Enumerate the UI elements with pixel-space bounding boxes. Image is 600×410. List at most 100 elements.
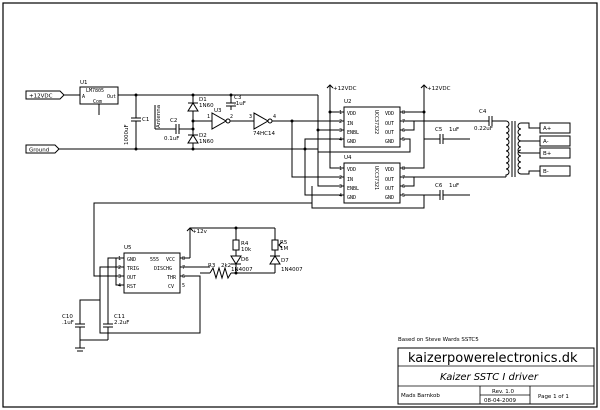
svg-text:1N60: 1N60 <box>199 139 214 145</box>
svg-text:C4: C4 <box>479 109 487 115</box>
svg-text:0.22uF: 0.22uF <box>474 126 493 132</box>
svg-text:R3: R3 <box>208 263 216 269</box>
capacitor-c10: C10 .1uF <box>62 314 85 340</box>
output-connector-1: A+ <box>539 122 571 134</box>
capacitor-c4: C4 0.22uF <box>474 109 506 132</box>
svg-text:A+: A+ <box>543 126 552 132</box>
capacitor-c6: C6 1uF <box>424 183 470 200</box>
svg-text:C3: C3 <box>234 95 242 101</box>
svg-text:OUT: OUT <box>385 121 394 127</box>
svg-text:8: 8 <box>402 166 405 172</box>
resistor-r5: R5 1M <box>271 228 288 256</box>
svg-text:+12VDC: +12VDC <box>333 86 357 92</box>
svg-text:7: 7 <box>402 119 405 125</box>
driver-u4: U4 UCC37321 VDD IN ENBL GND VDD OUT OUT … <box>339 155 405 204</box>
capacitor-c11: C11 2.2uF <box>103 314 129 340</box>
svg-text:3: 3 <box>339 128 342 134</box>
svg-text:LM7805: LM7805 <box>86 88 104 94</box>
svg-text:1000uF: 1000uF <box>124 124 130 145</box>
svg-text:4: 4 <box>339 193 342 199</box>
svg-text:OUT: OUT <box>127 275 136 281</box>
svg-text:B+: B+ <box>543 151 552 157</box>
svg-text:VDD: VDD <box>347 167 356 173</box>
svg-text:7: 7 <box>182 265 185 271</box>
svg-text:2: 2 <box>339 175 342 181</box>
svg-text:DISCHG: DISCHG <box>154 266 172 272</box>
svg-text:Out: Out <box>107 94 116 100</box>
vcc-arrow-1: +12VDC <box>326 84 357 95</box>
page-number: Page 1 of 1 <box>538 394 569 400</box>
svg-text:3: 3 <box>339 184 342 190</box>
date-text: 08-04-2009 <box>484 398 516 404</box>
diode-d6: D6 1N4007 <box>230 255 253 275</box>
svg-text:1N4007: 1N4007 <box>281 267 303 273</box>
svg-text:1: 1 <box>207 114 210 120</box>
svg-text:C10: C10 <box>62 314 73 320</box>
svg-text:GND: GND <box>385 139 394 145</box>
antenna: Antenna <box>154 105 168 130</box>
svg-text:1: 1 <box>118 256 121 262</box>
website-text: kaizerpowerelectronics.dk <box>408 351 578 366</box>
svg-text:1: 1 <box>339 110 342 116</box>
svg-text:D2: D2 <box>199 133 207 139</box>
svg-text:5: 5 <box>402 193 405 199</box>
inverter-1: 1 2 U3 <box>191 108 233 130</box>
svg-text:Antenna: Antenna <box>156 105 162 128</box>
svg-text:GND: GND <box>127 257 136 263</box>
svg-text:0.1uF: 0.1uF <box>164 136 179 142</box>
svg-text:CV: CV <box>168 284 174 290</box>
svg-text:+12v: +12v <box>192 229 208 235</box>
inverter-2: 3 4 74HC14 <box>230 112 294 137</box>
svg-text:2: 2 <box>230 114 233 120</box>
svg-text:OUT: OUT <box>385 186 394 192</box>
driver-u2: U2 UCC37322 VDD IN ENBL GND VDD OUT OUT … <box>339 99 405 148</box>
svg-text:4: 4 <box>339 137 342 143</box>
svg-text:1uF: 1uF <box>449 183 459 189</box>
svg-text:2k2: 2k2 <box>221 263 231 269</box>
svg-text:1M: 1M <box>280 246 288 252</box>
svg-text:+12VDC: +12VDC <box>427 86 451 92</box>
capacitor-c2: C2 0.1uF <box>164 118 193 142</box>
svg-text:UCC37322: UCC37322 <box>373 110 379 134</box>
svg-text:VDD: VDD <box>347 111 356 117</box>
svg-text:C6: C6 <box>435 183 443 189</box>
credit-note: Based on Steve Wards SSTC5 <box>398 337 479 343</box>
svg-text:OUT: OUT <box>385 177 394 183</box>
svg-text:4: 4 <box>118 283 121 289</box>
author-text: Mads Barnkob <box>401 393 440 399</box>
capacitor-c1: C1 1000uF <box>124 93 149 151</box>
svg-text:6: 6 <box>182 274 185 280</box>
svg-text:C5: C5 <box>435 127 443 133</box>
timer-wiring <box>75 202 313 352</box>
capacitor-c5: C5 1uF <box>424 127 470 144</box>
svg-text:U2: U2 <box>344 99 352 105</box>
svg-text:A: A <box>82 94 85 100</box>
svg-text:A-: A- <box>543 139 549 145</box>
svg-text:U1: U1 <box>80 80 88 86</box>
svg-text:C2: C2 <box>170 118 177 124</box>
svg-text:TRIG: TRIG <box>127 266 139 272</box>
svg-text:2: 2 <box>118 265 121 271</box>
diode-d1: D1 1N60 <box>187 93 214 129</box>
svg-text:R5: R5 <box>280 240 288 246</box>
title-block: kaizerpowerelectronics.dk Kaizer SSTC I … <box>397 347 595 405</box>
svg-text:10k: 10k <box>241 247 252 253</box>
svg-text:.1uF: .1uF <box>62 320 74 326</box>
gate-drive-transformer <box>505 120 540 177</box>
output-connector-4: B- <box>539 165 571 177</box>
svg-text:U4: U4 <box>344 155 352 161</box>
svg-text:OUT: OUT <box>385 130 394 136</box>
svg-text:3: 3 <box>249 114 252 120</box>
diode-d2: D2 1N60 <box>187 127 214 151</box>
revision-text: Rev. 1.0 <box>492 389 515 395</box>
svg-text:UCC37321: UCC37321 <box>373 166 379 190</box>
output-connector-2: A- <box>539 135 571 147</box>
timer-u5: U5 GND TRIG OUT RST 555 VCC DISCHG THR C… <box>118 245 185 294</box>
input-12v-net: +12VDC <box>25 90 80 100</box>
svg-text:IN: IN <box>347 177 353 183</box>
svg-text:RST: RST <box>127 284 136 290</box>
diode-d7: D7 1N4007 <box>236 255 303 274</box>
svg-text:U5: U5 <box>124 245 132 251</box>
svg-text:6: 6 <box>402 128 405 134</box>
